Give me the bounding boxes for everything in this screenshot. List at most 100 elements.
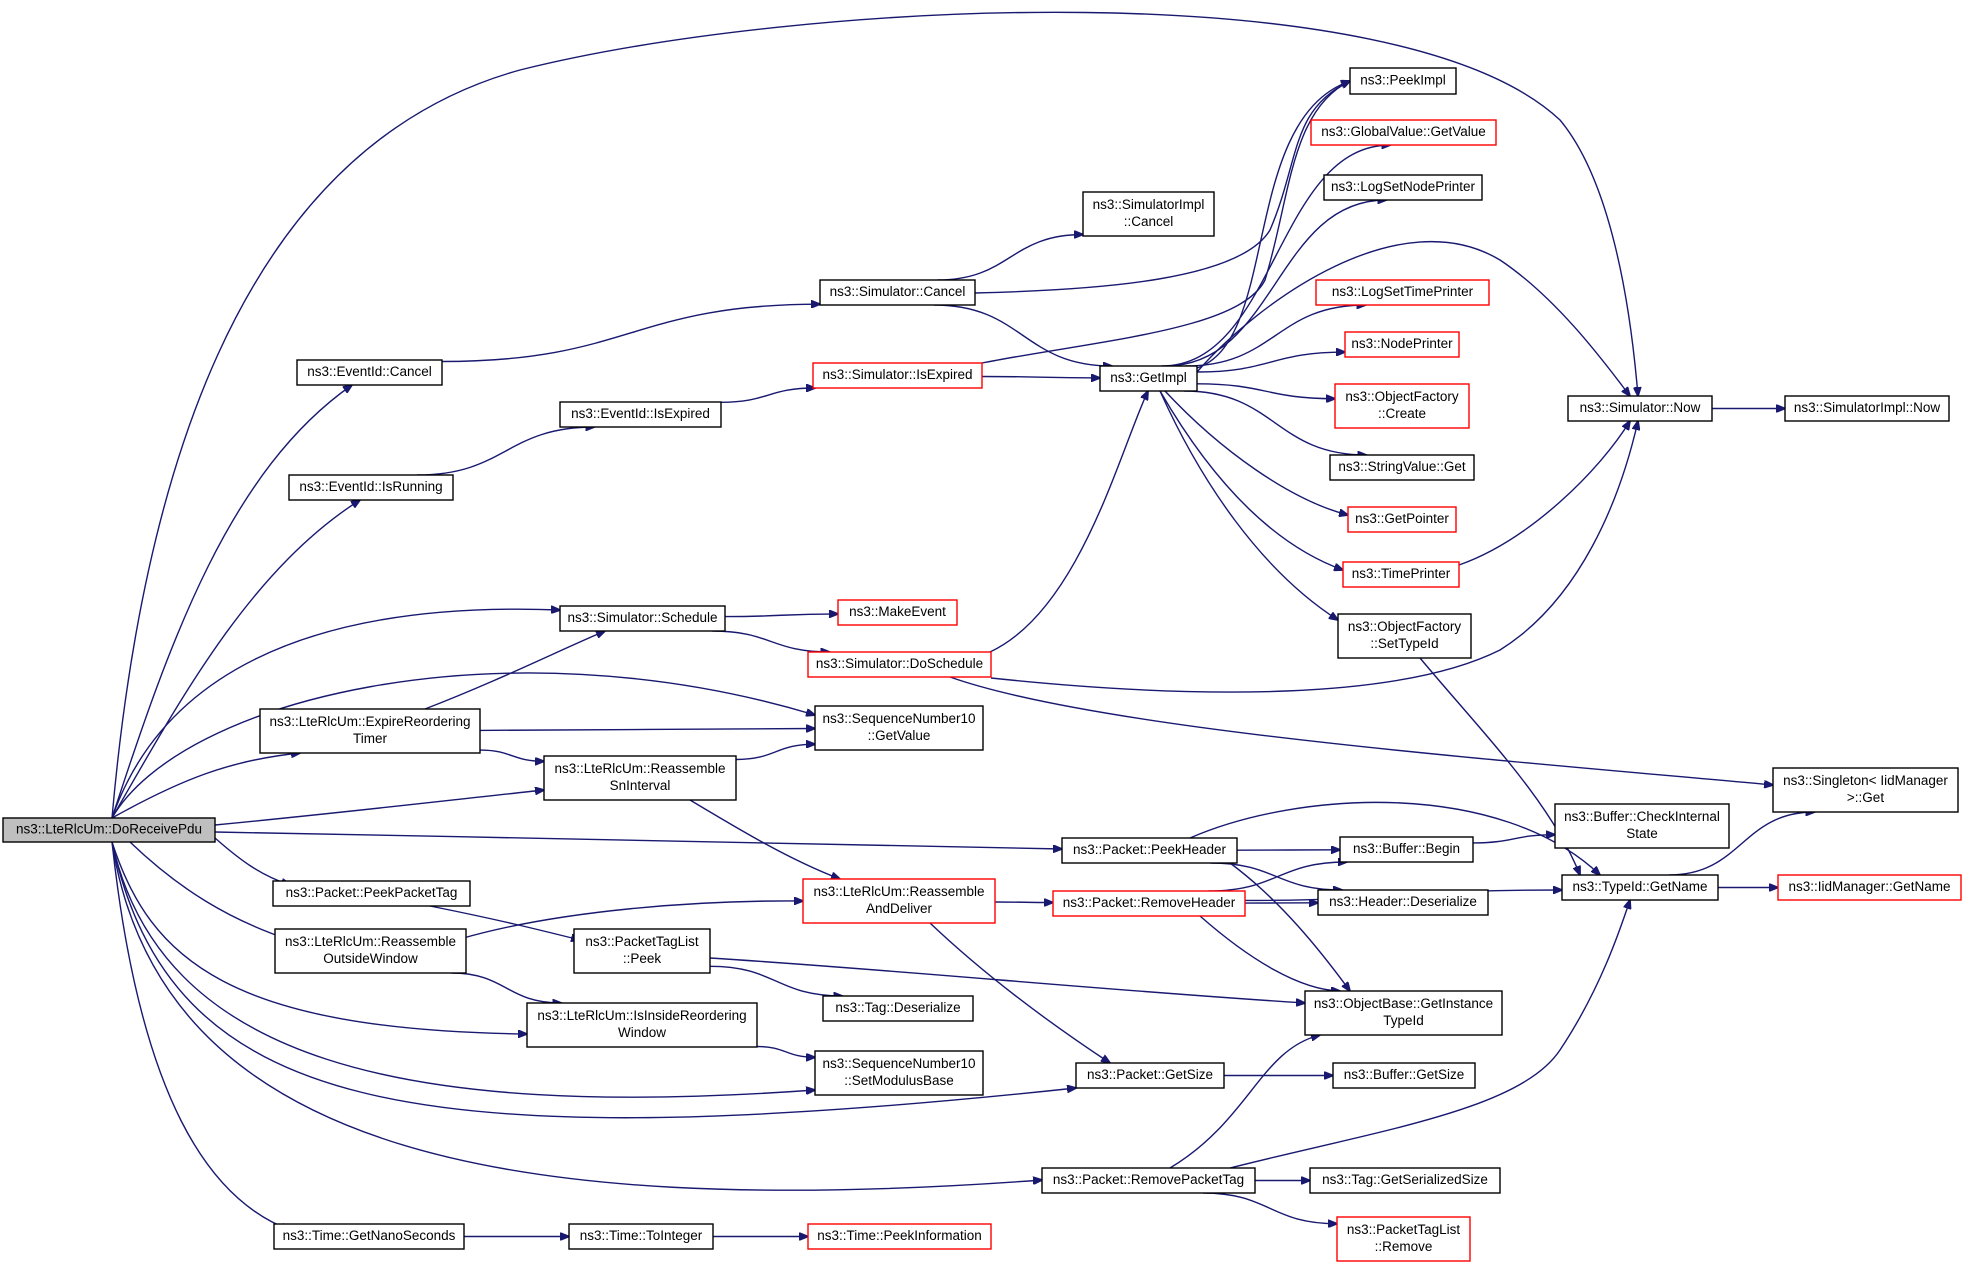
node-label: ns3::ObjectFactory <box>1348 619 1462 634</box>
node-iidGetName[interactable]: ns3::IidManager::GetName <box>1777 874 1962 901</box>
edge-doSchedule-to-simNow <box>990 421 1638 693</box>
node-packetGetSize[interactable]: ns3::Packet::GetSize <box>1075 1062 1225 1089</box>
node-label: SnInterval <box>610 778 671 793</box>
node-eventCancel[interactable]: ns3::EventId::Cancel <box>296 359 443 386</box>
node-box <box>1561 874 1719 901</box>
node-label: ::SetTypeId <box>1370 636 1438 651</box>
node-tagSerSize[interactable]: ns3::Tag::GetSerializedSize <box>1309 1167 1501 1194</box>
node-logNode[interactable]: ns3::LogSetNodePrinter <box>1323 174 1483 201</box>
node-typeIdGetName[interactable]: ns3::TypeId::GetName <box>1561 874 1719 901</box>
node-box <box>807 651 992 678</box>
node-makeEvent[interactable]: ns3::MakeEvent <box>837 599 958 626</box>
node-label: ns3::SimulatorImpl <box>1093 197 1205 212</box>
node-label: ns3::Packet::RemoveHeader <box>1063 895 1236 910</box>
node-doSchedule[interactable]: ns3::Simulator::DoSchedule <box>807 651 992 678</box>
edge-getImpl-to-logTime <box>1185 305 1365 367</box>
node-box <box>1052 890 1246 917</box>
node-getImpl[interactable]: ns3::GetImpl <box>1099 365 1198 392</box>
node-peekPacketTag[interactable]: ns3::Packet::PeekPacketTag <box>272 880 471 907</box>
node-label: ns3::Header::Deserialize <box>1329 894 1477 909</box>
node-box <box>1344 331 1460 358</box>
edge-root-to-peekPacketTag <box>214 837 290 885</box>
node-seqGetValue[interactable]: ns3::SequenceNumber10::GetValue <box>814 705 984 751</box>
node-eventIsRunning[interactable]: ns3::EventId::IsRunning <box>288 474 454 501</box>
node-getPointer[interactable]: ns3::GetPointer <box>1347 506 1457 533</box>
edge-eventIsRunning-to-eventIsExpired <box>417 427 594 476</box>
node-peekInformation[interactable]: ns3::Time::PeekInformation <box>807 1223 992 1250</box>
node-simCancel[interactable]: ns3::Simulator::Cancel <box>819 279 976 306</box>
node-label: ns3::Tag::Deserialize <box>835 1000 960 1015</box>
node-label: ns3::Singleton< IidManager <box>1783 773 1948 788</box>
edge-doSchedule-to-getImpl <box>989 391 1148 653</box>
node-box <box>259 708 481 754</box>
node-box <box>1310 119 1497 146</box>
node-simNow[interactable]: ns3::Simulator::Now <box>1567 395 1713 422</box>
node-label: ns3::MakeEvent <box>849 604 946 619</box>
edge-doSchedule-to-singletonGet <box>949 676 1773 785</box>
edge-removePacketTag-to-typeIdGetName <box>1229 900 1630 1169</box>
edge-root-to-reassembleSn <box>214 790 544 826</box>
node-box <box>1554 803 1730 849</box>
node-label: ns3::IidManager::GetName <box>1788 879 1950 894</box>
node-label: ns3::Packet::PeekHeader <box>1073 842 1227 857</box>
node-root[interactable]: ns3::LteRlcUm::DoReceivePdu <box>2 817 216 843</box>
node-setTypeId[interactable]: ns3::ObjectFactory::SetTypeId <box>1337 613 1472 659</box>
node-bufferBegin[interactable]: ns3::Buffer::Begin <box>1339 836 1474 863</box>
node-label: ns3::LteRlcUm::Reassemble <box>285 934 456 949</box>
node-removeHeader[interactable]: ns3::Packet::RemoveHeader <box>1052 890 1246 917</box>
node-label: ns3::Buffer::GetSize <box>1344 1067 1465 1082</box>
edge-getImpl-to-globalValue <box>1161 145 1391 367</box>
edge-tagListPeek-to-getInstanceTypeId <box>709 957 1305 1003</box>
node-label: ns3::Tag::GetSerializedSize <box>1322 1172 1488 1187</box>
node-objFactCreate[interactable]: ns3::ObjectFactory::Create <box>1334 383 1470 429</box>
node-label: ns3::NodePrinter <box>1351 336 1453 351</box>
node-stringValue[interactable]: ns3::StringValue::Get <box>1329 454 1475 481</box>
node-box <box>296 359 443 386</box>
node-toInteger[interactable]: ns3::Time::ToInteger <box>568 1223 714 1250</box>
edge-getImpl-to-objFactCreate <box>1196 383 1335 399</box>
edge-expireTimer-to-seqGetValue <box>479 729 815 731</box>
node-simImplCancel[interactable]: ns3::SimulatorImpl::Cancel <box>1082 191 1215 237</box>
edge-bufferBegin-to-bufferCheck <box>1472 835 1555 844</box>
node-eventIsExpired[interactable]: ns3::EventId::IsExpired <box>559 401 722 428</box>
node-singletonGet[interactable]: ns3::Singleton< IidManager>::Get <box>1772 767 1959 813</box>
node-simImplNow[interactable]: ns3::SimulatorImpl::Now <box>1784 395 1950 422</box>
edge-simCancel-to-peekImpl <box>974 81 1350 294</box>
node-nodePrinter[interactable]: ns3::NodePrinter <box>1344 331 1460 358</box>
node-box <box>1349 67 1457 95</box>
edge-getImpl-to-stringValue <box>1184 390 1366 455</box>
edge-tagListPeek-to-tagDeser <box>709 965 842 996</box>
node-globalValue[interactable]: ns3::GlobalValue::GetValue <box>1310 119 1497 146</box>
node-simIsExpired[interactable]: ns3::Simulator::IsExpired <box>812 362 983 389</box>
node-label: ns3::ObjectBase::GetInstance <box>1314 996 1493 1011</box>
node-peekHeader[interactable]: ns3::Packet::PeekHeader <box>1061 837 1238 864</box>
node-label: ns3::LogSetNodePrinter <box>1331 179 1476 194</box>
node-bufferGetSize[interactable]: ns3::Buffer::GetSize <box>1332 1062 1476 1089</box>
node-removePacketTag[interactable]: ns3::Packet::RemovePacketTag <box>1041 1167 1256 1194</box>
node-label: ns3::Time::GetNanoSeconds <box>283 1228 456 1243</box>
edge-getImpl-to-nodePrinter <box>1196 352 1345 373</box>
node-getNanoSeconds[interactable]: ns3::Time::GetNanoSeconds <box>273 1223 465 1250</box>
node-box <box>288 474 454 501</box>
node-box <box>1304 990 1503 1036</box>
node-tagDeser[interactable]: ns3::Tag::Deserialize <box>822 995 974 1022</box>
edge-root-to-eventCancel <box>111 385 352 819</box>
node-peekImpl[interactable]: ns3::PeekImpl <box>1349 67 1457 95</box>
node-tagListRemove[interactable]: ns3::PacketTagList::Remove <box>1336 1216 1471 1262</box>
node-tagListPeek[interactable]: ns3::PacketTagList::Peek <box>573 928 711 974</box>
node-label: ns3::Packet::GetSize <box>1087 1067 1213 1082</box>
edge-root-to-getNanoSeconds <box>111 841 290 1230</box>
node-simSchedule[interactable]: ns3::Simulator::Schedule <box>559 605 726 632</box>
edge-getImpl-to-simNow <box>1196 240 1630 396</box>
node-timePrinter[interactable]: ns3::TimePrinter <box>1342 561 1460 588</box>
node-headerDeser[interactable]: ns3::Header::Deserialize <box>1317 889 1489 916</box>
node-setModulusBase[interactable]: ns3::SequenceNumber10::SetModulusBase <box>814 1050 984 1096</box>
node-logTime[interactable]: ns3::LogSetTimePrinter <box>1315 279 1490 306</box>
